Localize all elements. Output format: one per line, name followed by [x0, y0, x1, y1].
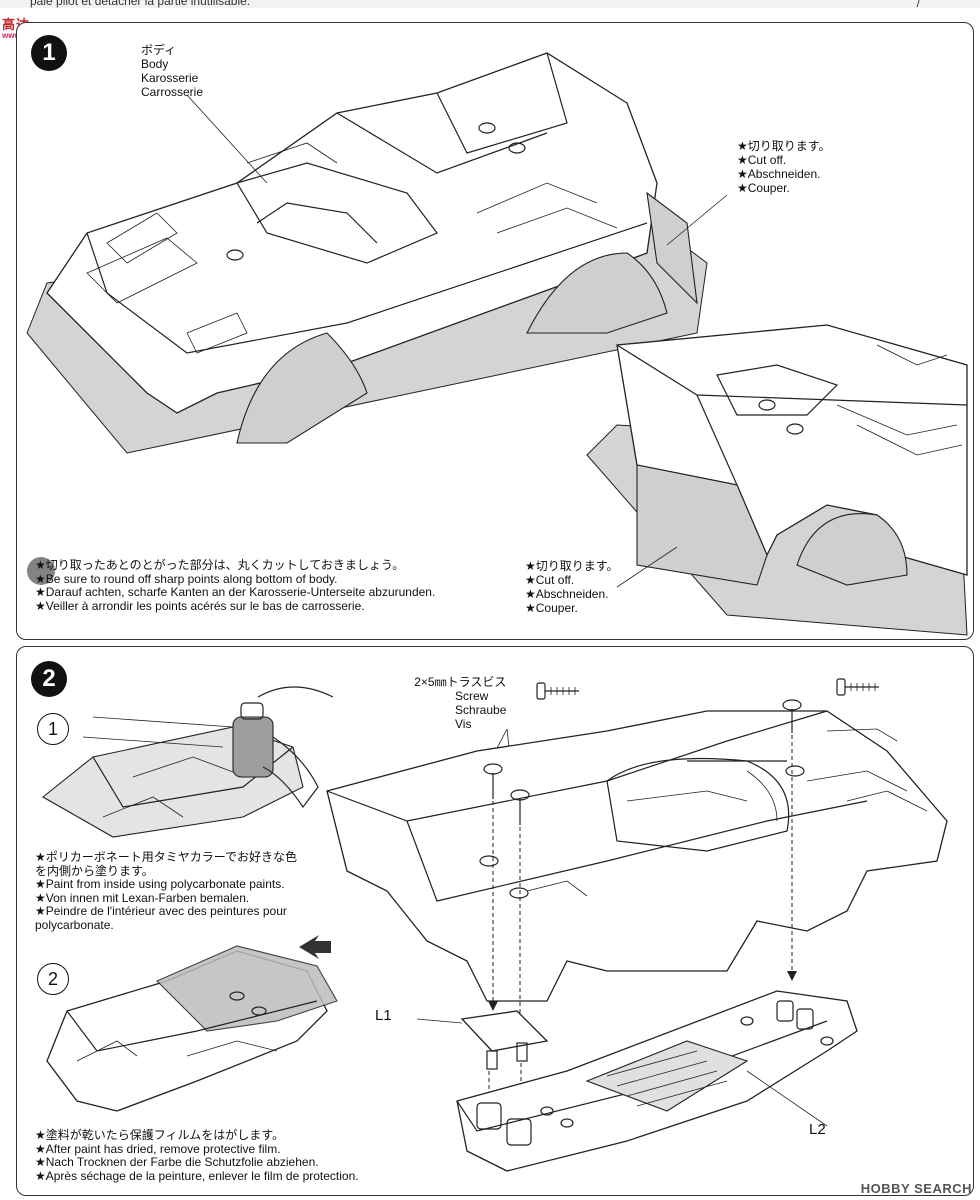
sharp-point-marker — [27, 557, 55, 585]
substep-2-number: 2 — [37, 963, 69, 995]
part-l1-label: L1 — [375, 1007, 392, 1024]
screw-icon — [782, 699, 802, 733]
cut-off-label-1: ★切り取ります。 ★Cut off. ★Abschneiden. ★Couper… — [737, 139, 831, 195]
screw-icon — [536, 682, 579, 700]
step-1-number: 1 — [31, 35, 67, 71]
screw-icon — [483, 763, 503, 799]
film-removal-illustration — [46, 935, 338, 1112]
top-mark: / — [916, 0, 920, 10]
step-2-number: 2 — [31, 661, 67, 697]
screw-label: 2×5㎜トラスビス Screw Schraube Vis — [414, 675, 507, 731]
top-strip — [0, 0, 980, 8]
substep-1-number: 1 — [37, 713, 69, 745]
hobby-search-logo: HOBBY SEARCH — [860, 1181, 972, 1196]
screw-icon — [836, 678, 879, 696]
part-l2-label: L2 — [809, 1121, 826, 1138]
step-1-panel: 1 ボディ Body Karosserie Carrosserie ★切り取りま… — [16, 22, 974, 640]
film-instruction: ★塗料が乾いたら保護フィルムをはがします。 ★After paint has d… — [35, 1128, 359, 1183]
round-off-note: ★切り取ったあとのとがった部分は、丸くカットしておきましょう。 ★Be sure… — [35, 558, 436, 613]
step-2-panel: 2 1 2 ★ポリカーボネート用タミヤカラーでお好きな色 を内側から塗ります。 … — [16, 646, 974, 1196]
top-cut-text: pale pilot et détacher la partie inutili… — [30, 0, 251, 8]
paint-instruction: ★ポリカーボネート用タミヤカラーでお好きな色 を内側から塗ります。 ★Paint… — [35, 850, 298, 932]
rear-closeup-illustration — [586, 324, 968, 636]
body-with-skirt-illustration — [26, 52, 728, 454]
body-assembly-illustration — [326, 678, 948, 1172]
paint-spray-illustration — [42, 686, 334, 838]
cut-off-label-2: ★切り取ります。 ★Cut off. ★Abschneiden. ★Couper… — [525, 559, 619, 615]
screw-icon — [510, 789, 530, 825]
